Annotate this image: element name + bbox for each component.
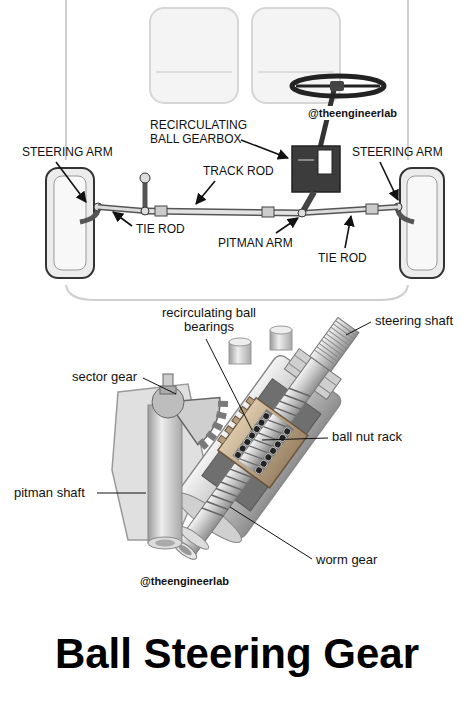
wheels [46, 168, 94, 278]
pitman-shaft [148, 405, 182, 543]
part-label: TRACK ROD [203, 164, 274, 178]
steering-wheel [292, 76, 384, 96]
sector-gear [207, 433, 215, 439]
part-label: sector gear [72, 370, 137, 384]
sector-gear [218, 401, 228, 407]
part-label: STEERING ARM [22, 145, 113, 159]
linkage-rods [98, 207, 145, 211]
linkage-rods [141, 207, 149, 215]
gearbox-cutaway [218, 398, 308, 488]
seats [150, 8, 238, 103]
steering-wheel [330, 81, 344, 91]
gearbox-cutaway [232, 409, 294, 476]
part-label: TIE ROD [136, 222, 185, 236]
leader-arrows [196, 181, 215, 204]
steering-knuckles [80, 203, 414, 222]
gearbox-cutaway [233, 411, 292, 475]
steering-wheel [292, 76, 384, 96]
linkage-rods [302, 207, 398, 213]
part-label: STEERING ARM [352, 145, 443, 159]
seats [258, 71, 334, 73]
part-label: recirculating ball bearings [150, 306, 268, 334]
gearbox-cutaway [175, 357, 329, 558]
wheels [400, 168, 444, 278]
gearbox-cutaway [261, 411, 271, 421]
leader-lines [262, 438, 328, 440]
leader-lines [143, 378, 176, 394]
linkage-rods [140, 173, 150, 183]
gearbox-symbol [318, 150, 332, 174]
linkage-rods [145, 211, 302, 213]
linkage-rods [155, 206, 167, 216]
gearbox-cutaway [314, 321, 356, 365]
gearbox-symbol [292, 146, 340, 192]
gearbox-symbol [298, 159, 314, 161]
gearbox-cutaway [282, 427, 292, 437]
gearbox-cutaway [240, 416, 286, 469]
pitman-shaft [148, 405, 182, 549]
leader-arrows [276, 218, 298, 233]
watermark: @theengineerlab [306, 106, 399, 120]
part-label: ball nut rack [332, 430, 402, 444]
housing-bosses [229, 338, 251, 346]
part-label: TIE ROD [318, 251, 367, 265]
leader-lines [97, 493, 146, 494]
diagram-title: Ball Steering Gear [55, 630, 419, 678]
leader-lines [97, 322, 371, 559]
leader-lines [230, 507, 312, 559]
part-label: PITMAN ARM [218, 236, 293, 250]
sector-gear [200, 440, 207, 448]
gearbox-cutaway [239, 414, 288, 472]
linkage-rods [262, 207, 274, 217]
housing-bosses [270, 326, 292, 334]
part-label: worm gear [316, 553, 377, 567]
leader-lines [206, 339, 252, 430]
sector-gear [152, 386, 184, 418]
linkage-rods [145, 211, 302, 213]
part-label: RECIRCULATING BALL GEARBOX [150, 118, 268, 146]
wheels [46, 168, 444, 278]
linkage-rods [298, 209, 306, 217]
seats [156, 71, 232, 73]
part-label: pitman shaft [14, 486, 85, 500]
linkage-rods [98, 173, 398, 217]
sector-gear [200, 404, 228, 448]
sector-gear [217, 414, 227, 416]
pitman-shaft [148, 537, 182, 549]
leader-arrows [56, 162, 86, 202]
leader-lines [346, 322, 371, 335]
leader-arrows [113, 212, 132, 226]
linkage-rods [366, 204, 378, 214]
sector-gear [213, 424, 222, 428]
sector-gear [152, 374, 228, 448]
watermark: @theengineerlab [140, 574, 229, 588]
pitman-shaft [155, 540, 175, 547]
leader-arrows [345, 216, 351, 248]
seats [150, 8, 340, 103]
leader-arrows [241, 140, 288, 158]
part-label: steering shaft [375, 314, 453, 328]
gearbox-symbol [292, 146, 340, 192]
linkage-rods [302, 207, 398, 213]
gearbox-cutaway [202, 383, 310, 521]
linkage-rods [98, 207, 145, 211]
leader-arrows [380, 162, 398, 200]
